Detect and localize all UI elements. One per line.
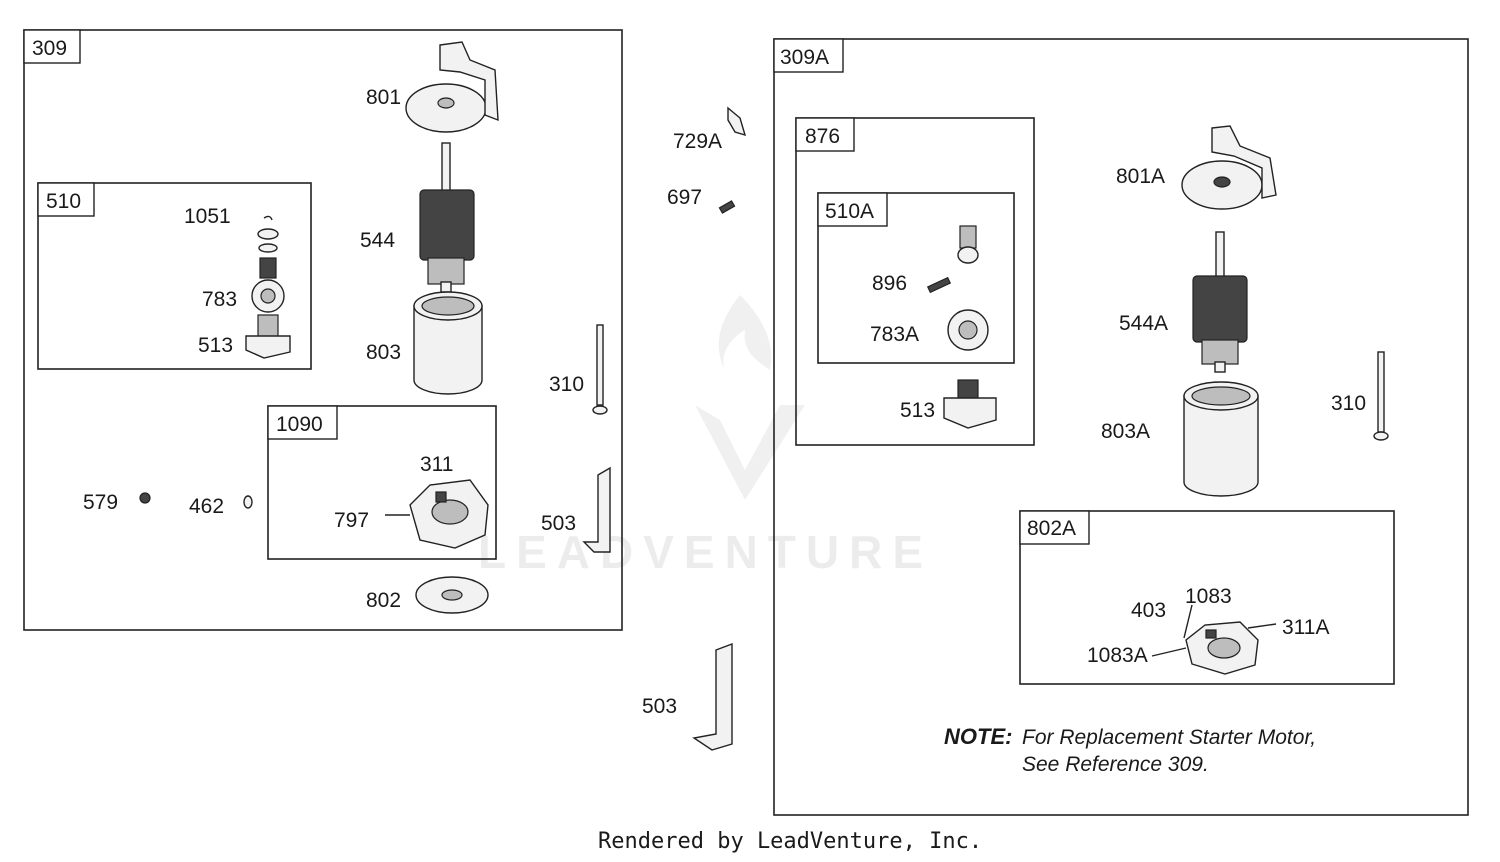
- part-462-washer[interactable]: [243, 495, 253, 509]
- part-729A-clip[interactable]: [727, 106, 747, 137]
- part-697-screw[interactable]: [718, 200, 736, 214]
- group-309A-frame: [773, 38, 1469, 816]
- label-729A[interactable]: 729A: [673, 130, 722, 153]
- group-510-label[interactable]: 510: [46, 190, 81, 213]
- leader-311A: [1247, 623, 1277, 629]
- label-783A[interactable]: 783A: [870, 323, 919, 346]
- watermark-text: LEADVENTURE: [478, 526, 933, 578]
- part-510A-pinion[interactable]: [957, 225, 979, 264]
- note-heading: NOTE:: [944, 724, 1012, 749]
- part-spring[interactable]: [259, 257, 277, 279]
- label-503-lower[interactable]: 503: [642, 695, 677, 718]
- group-876-frame: [795, 117, 1035, 446]
- part-801-bracket[interactable]: [405, 41, 499, 133]
- label-801A[interactable]: 801A: [1116, 165, 1165, 188]
- label-803[interactable]: 803: [366, 341, 401, 364]
- group-510A-label[interactable]: 510A: [825, 200, 874, 223]
- group-309A-tag: [773, 38, 844, 73]
- group-1090-frame: [267, 405, 497, 560]
- group-510-tag: [37, 182, 95, 217]
- part-579-nut[interactable]: [139, 492, 151, 504]
- part-783-gear[interactable]: [251, 279, 285, 313]
- label-697[interactable]: 697: [667, 186, 702, 209]
- part-802-plate[interactable]: [415, 576, 489, 614]
- part-513-drive-876[interactable]: [943, 379, 997, 429]
- group-802A-tag: [1019, 510, 1090, 545]
- part-503-strap-lower[interactable]: [692, 642, 733, 751]
- label-801[interactable]: 801: [366, 86, 401, 109]
- leader-1083: [1183, 604, 1193, 639]
- group-309-label[interactable]: 309: [32, 37, 67, 60]
- part-311-brush-holder[interactable]: [409, 479, 489, 549]
- group-510A-tag: [817, 192, 888, 227]
- note-line-1: For Replacement Starter Motor,: [1022, 726, 1316, 749]
- group-876-label[interactable]: 876: [805, 125, 840, 148]
- part-803A-housing[interactable]: [1183, 381, 1259, 497]
- label-544[interactable]: 544: [360, 229, 395, 252]
- part-544-armature[interactable]: [419, 142, 475, 293]
- part-896-pin[interactable]: [926, 276, 952, 294]
- label-1083A[interactable]: 1083A: [1087, 644, 1148, 667]
- note-line-2: See Reference 309.: [1022, 753, 1209, 776]
- leader-1083A: [1151, 647, 1187, 657]
- group-802A-frame: [1019, 510, 1395, 685]
- label-513[interactable]: 513: [198, 334, 233, 357]
- group-1090-label[interactable]: 1090: [276, 413, 323, 436]
- label-503[interactable]: 503: [541, 512, 576, 535]
- label-1083[interactable]: 1083: [1185, 585, 1232, 608]
- part-783A-gear[interactable]: [947, 309, 989, 351]
- part-803-housing[interactable]: [413, 291, 483, 395]
- label-513-876[interactable]: 513: [900, 399, 935, 422]
- label-896[interactable]: 896: [872, 272, 907, 295]
- group-309-frame: [23, 29, 623, 631]
- part-311A-brush-holder[interactable]: [1185, 621, 1259, 675]
- part-1051-clip[interactable]: [257, 215, 279, 253]
- footer-credit: Rendered by LeadVenture, Inc.: [598, 829, 982, 854]
- watermark-logo: [695, 295, 805, 500]
- group-1090-tag: [267, 405, 338, 440]
- part-310-bolt-right[interactable]: [1373, 351, 1389, 441]
- group-510-frame: [37, 182, 312, 370]
- part-503-strap[interactable]: [582, 466, 611, 553]
- label-310-right[interactable]: 310: [1331, 392, 1366, 415]
- label-311A[interactable]: 311A: [1282, 616, 1330, 639]
- group-309-tag: [23, 29, 81, 64]
- group-309A-label[interactable]: 309A: [780, 46, 829, 69]
- part-310-bolt[interactable]: [592, 324, 608, 415]
- label-802[interactable]: 802: [366, 589, 401, 612]
- group-510A-frame: [817, 192, 1015, 364]
- label-1051[interactable]: 1051: [184, 205, 231, 228]
- group-802A-label[interactable]: 802A: [1027, 517, 1076, 540]
- group-876-tag: [795, 117, 855, 152]
- label-403[interactable]: 403: [1131, 599, 1166, 622]
- label-310[interactable]: 310: [549, 373, 584, 396]
- label-579[interactable]: 579: [83, 491, 118, 514]
- part-544A-armature[interactable]: [1192, 231, 1248, 373]
- label-544A[interactable]: 544A: [1119, 312, 1168, 335]
- label-783[interactable]: 783: [202, 288, 237, 311]
- label-462[interactable]: 462: [189, 495, 224, 518]
- label-803A[interactable]: 803A: [1101, 420, 1150, 443]
- part-513-drive[interactable]: [245, 314, 291, 359]
- label-311[interactable]: 311: [420, 453, 453, 476]
- label-797[interactable]: 797: [334, 509, 369, 532]
- part-801A-bracket[interactable]: [1181, 125, 1277, 210]
